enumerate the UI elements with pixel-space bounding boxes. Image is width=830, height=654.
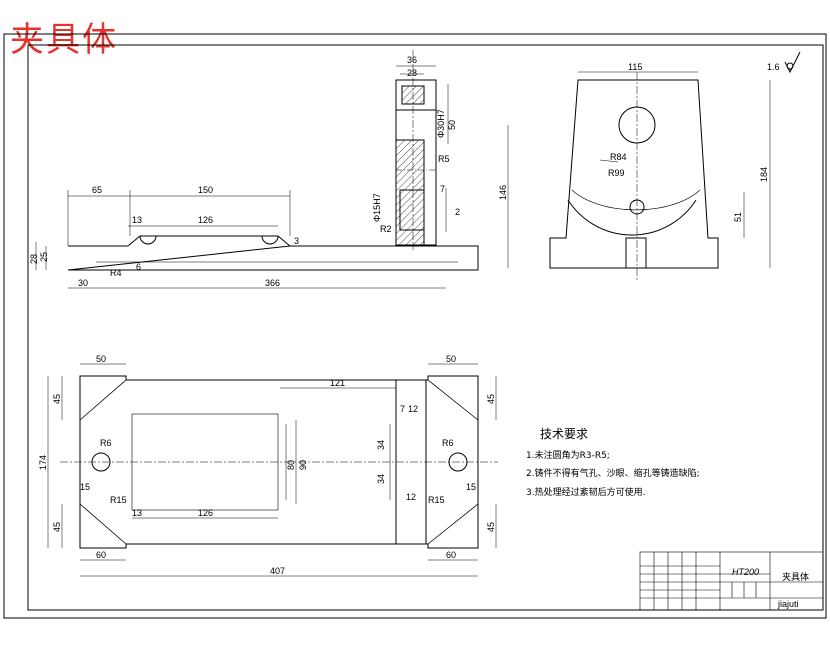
top-view-dimensions: 50 50 121 45 45 45 45 174 R6 R6 15 15 R1… <box>38 354 496 576</box>
dim-30: 30 <box>78 278 88 288</box>
roughness-symbol-icon: 1.6 <box>767 51 801 74</box>
front-view <box>35 50 479 289</box>
dim-184: 184 <box>759 167 769 182</box>
dim-121: 121 <box>330 378 345 388</box>
dim-90: 90 <box>298 460 308 470</box>
tech-req-item-1: 1.未注圆角为R3-R5; <box>526 449 610 461</box>
drawing-name: 夹具体 <box>782 571 809 582</box>
dim-phi30h7: Φ30H7 <box>436 109 446 138</box>
dim-r99: R99 <box>608 168 625 178</box>
dim-60-left: 60 <box>96 550 106 560</box>
dim-12-b: 12 <box>406 492 416 502</box>
tech-req-item-2: 2.铸件不得有气孔、沙眼、缩孔等铸造缺陷; <box>526 467 700 479</box>
dim-45-c: 45 <box>486 394 496 404</box>
dim-15-left: 15 <box>80 482 90 492</box>
dim-34-a: 34 <box>376 440 386 450</box>
designer-name: jiajuti <box>777 599 799 609</box>
dim-r2: R2 <box>380 224 392 234</box>
dim-45-b: 45 <box>52 522 62 532</box>
dim-407: 407 <box>270 566 285 576</box>
dim-126: 126 <box>198 508 213 518</box>
dim-174: 174 <box>38 455 48 470</box>
inner-border <box>27 44 824 611</box>
dim-r6-right: R6 <box>442 438 454 448</box>
title-block <box>639 551 824 611</box>
dim-r4: R4 <box>110 268 122 278</box>
dim-115: 115 <box>628 62 642 72</box>
dim-51: 51 <box>733 212 743 222</box>
dim-146: 146 <box>498 185 508 200</box>
dim-12: 12 <box>408 404 418 414</box>
dim-15-right: 15 <box>466 482 476 492</box>
dim-r5: R5 <box>438 154 450 164</box>
dim-r6-left: R6 <box>100 438 112 448</box>
outer-border <box>3 33 827 619</box>
dim-13: 13 <box>132 508 142 518</box>
side-view <box>507 71 771 280</box>
dim-3: 3 <box>294 236 299 246</box>
technical-requirements: 技术要求 1.未注圆角为R3-R5; 2.铸件不得有气孔、沙眼、缩孔等铸造缺陷;… <box>526 427 700 498</box>
dim-7: 7 <box>400 404 405 414</box>
dim-45-d: 45 <box>486 522 496 532</box>
dim-r15-left: R15 <box>110 495 127 505</box>
dim-28: 28 <box>407 68 417 78</box>
dim-50-tr: 50 <box>446 354 456 364</box>
dim-36: 36 <box>407 55 417 65</box>
dim-60-right: 60 <box>446 550 456 560</box>
dim-25: 25 <box>39 252 49 262</box>
dim-65: 65 <box>92 185 102 195</box>
top-view <box>47 363 498 577</box>
dim-80: 80 <box>286 460 296 470</box>
dim-6: 6 <box>136 262 141 272</box>
dim-34-b: 34 <box>376 474 386 484</box>
dim-7: 7 <box>440 184 445 194</box>
dim-2: 2 <box>455 207 460 217</box>
dim-150: 150 <box>198 185 213 195</box>
svg-text:1.6: 1.6 <box>767 62 780 72</box>
tech-req-title: 技术要求 <box>540 427 588 441</box>
title-block-text: HT200 夹具体 jiajuti <box>732 567 809 609</box>
dim-phi15h7: Φ15H7 <box>372 193 382 222</box>
side-view-dimensions: 115 R84 R99 146 184 51 <box>498 62 769 222</box>
dim-45-a: 45 <box>52 394 62 404</box>
front-view-dimensions: 36 28 50 Φ30H7 R5 65 150 13 126 3 25 28 … <box>29 55 460 288</box>
dim-126: 126 <box>198 215 213 225</box>
dim-28b: 28 <box>29 254 39 264</box>
dim-50-tl: 50 <box>96 354 106 364</box>
material-label: HT200 <box>732 567 759 577</box>
dim-366: 366 <box>265 278 280 288</box>
dim-50: 50 <box>447 120 457 130</box>
dim-r84: R84 <box>610 152 627 162</box>
dim-13: 13 <box>132 215 142 225</box>
dim-r15-right: R15 <box>428 495 445 505</box>
tech-req-item-3: 3.热处理经过紊韧后方可使用. <box>526 486 645 498</box>
